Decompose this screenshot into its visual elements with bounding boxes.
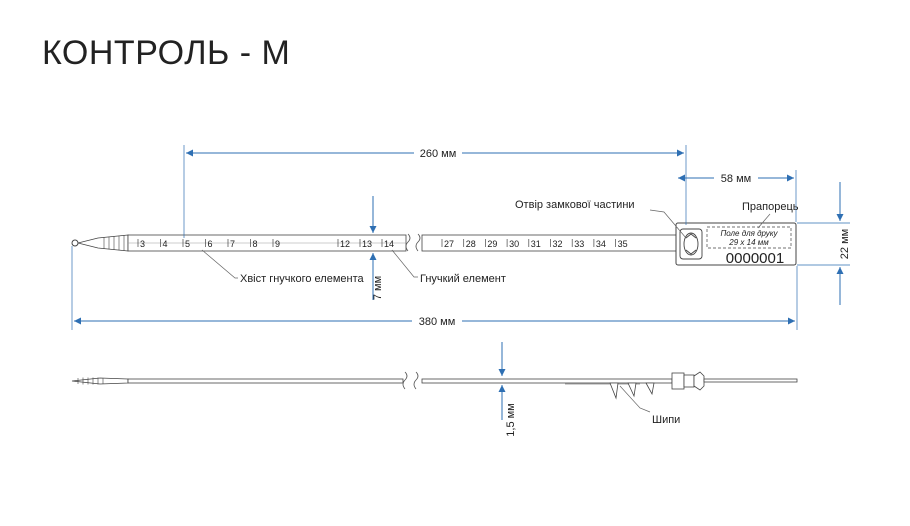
spikes-icon bbox=[609, 382, 655, 400]
leader-lines bbox=[201, 209, 771, 413]
scale-right-number: 31 bbox=[531, 239, 541, 249]
side-lock-head bbox=[671, 371, 705, 391]
flag-body bbox=[675, 222, 797, 266]
scale-left-number: 13 bbox=[362, 239, 372, 249]
dim-1-5-text: 1,5 мм bbox=[505, 403, 517, 436]
dim-58-text: 58 мм bbox=[721, 173, 751, 185]
scale-right-number: 27 bbox=[444, 239, 454, 249]
side-tip-ribs bbox=[77, 377, 104, 385]
scale-left-number: 12 bbox=[340, 239, 350, 249]
side-strap-right bbox=[421, 378, 673, 384]
side-strap-left bbox=[127, 378, 404, 384]
lock-hole-icon bbox=[679, 228, 703, 260]
tail-tip bbox=[77, 234, 129, 252]
dim-7-text: 7 мм bbox=[372, 276, 384, 300]
dim-380-bg bbox=[412, 313, 462, 328]
label-flexible: Гнучкий елемент bbox=[420, 273, 506, 285]
tail-ribs bbox=[103, 235, 125, 251]
scale-right-number: 33 bbox=[574, 239, 584, 249]
scale-left-number: 14 bbox=[384, 239, 394, 249]
break-mark bbox=[405, 233, 421, 252]
label-spikes: Шипи bbox=[652, 414, 680, 426]
scale-right-number: 28 bbox=[466, 239, 476, 249]
scale-left-number: 6 bbox=[208, 239, 213, 249]
scale-left-number: 8 bbox=[253, 239, 258, 249]
scale-right: 27 28 29 30 31 32 33 34 35 bbox=[441, 239, 628, 249]
dim-260-text: 260 мм bbox=[420, 148, 457, 160]
side-view bbox=[71, 371, 798, 400]
label-lock-hole: Отвір замкової частини bbox=[515, 199, 635, 211]
scale-left-number: 3 bbox=[140, 239, 145, 249]
scale-left-number: 5 bbox=[185, 239, 190, 249]
dim-58-bg bbox=[714, 170, 758, 185]
strap-right bbox=[421, 234, 677, 252]
scale-right-number: 30 bbox=[509, 239, 519, 249]
diagram-title: КОНТРОЛЬ - М bbox=[42, 34, 291, 72]
tip-eye bbox=[71, 239, 79, 247]
print-field-line1: Поле для друку bbox=[720, 229, 778, 238]
scale-left: 3 4 5 6 7 8 9 12 13 14 bbox=[137, 239, 394, 249]
label-tail: Хвіст гнучкого елемента bbox=[240, 273, 364, 285]
scale-right-number: 34 bbox=[596, 239, 606, 249]
scale-right-number: 29 bbox=[487, 239, 497, 249]
scale-right-number: 32 bbox=[553, 239, 563, 249]
scale-right-number: 35 bbox=[618, 239, 628, 249]
scale-left-number: 9 bbox=[275, 239, 280, 249]
scale-left-number: 4 bbox=[163, 239, 168, 249]
print-field bbox=[706, 226, 792, 249]
scale-left-number: 7 bbox=[230, 239, 235, 249]
dim-260-bg bbox=[414, 145, 462, 160]
label-flag: Прапорець bbox=[742, 201, 799, 213]
side-flag bbox=[703, 378, 798, 383]
side-break-mark bbox=[402, 371, 419, 390]
serial-number: 0000001 bbox=[726, 250, 784, 267]
side-tip bbox=[71, 377, 129, 385]
print-field-line2: 29 х 14 мм bbox=[728, 238, 769, 247]
dim-22-text: 22 мм bbox=[839, 229, 851, 259]
dim-380-text: 380 мм bbox=[419, 316, 456, 328]
